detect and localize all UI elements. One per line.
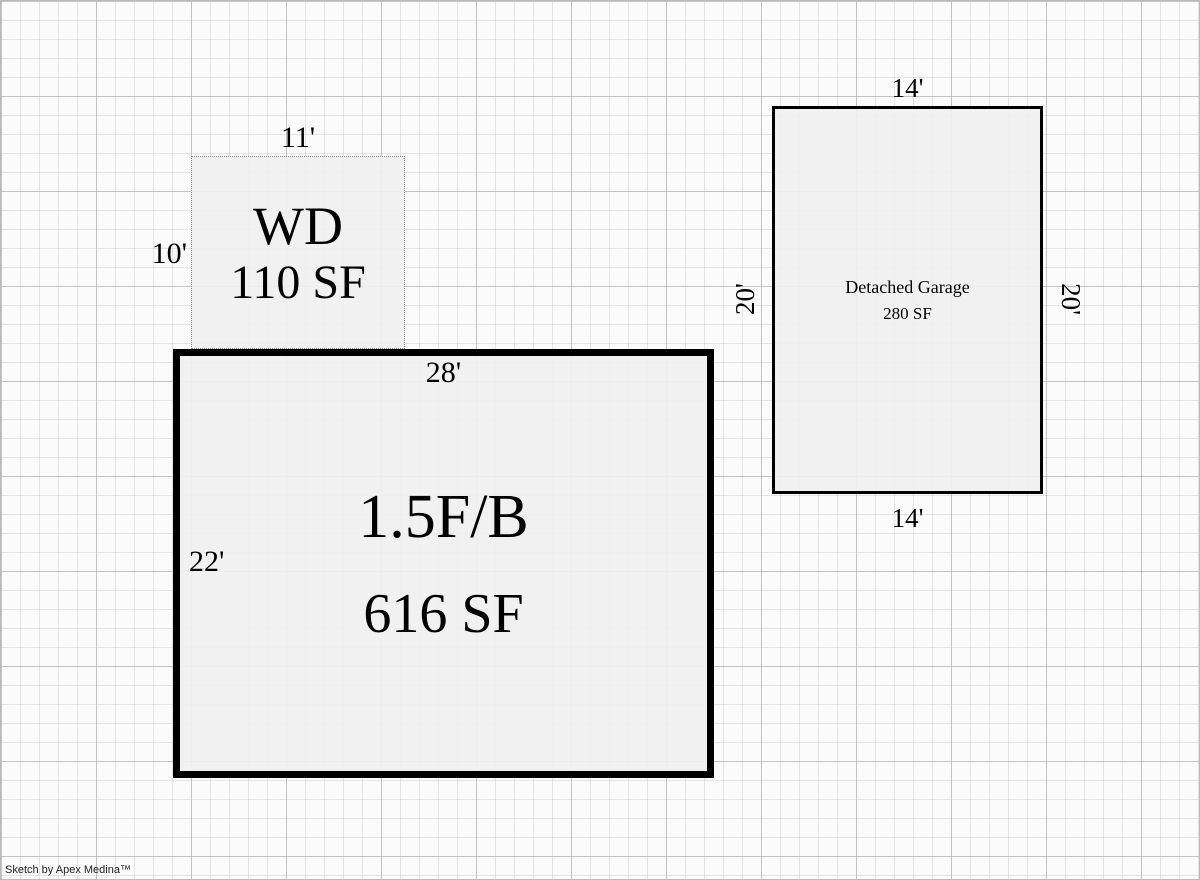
wd-deck-outline: WD 110 SF [191,156,405,349]
main-dwelling-labels: 1.5F/B 616 SF [180,356,707,771]
wd-dim-top: 11' [280,121,316,154]
sketch-credit: Sketch by Apex Medina™ [5,864,131,876]
main-dim-top: 28' [425,356,462,389]
garage-area: 280 SF [883,303,932,323]
wd-deck-label: WD [253,195,343,256]
main-dwelling-outline: 1.5F/B 616 SF [173,349,714,778]
main-dim-left: 22' [189,545,225,578]
main-dwelling-area: 616 SF [363,582,524,645]
main-dwelling-label: 1.5F/B [358,482,529,551]
garage-label: Detached Garage [845,276,970,297]
garage-dim-right: 20' [1056,283,1087,315]
garage-outline: Detached Garage 280 SF [772,106,1043,494]
wd-dim-left: 10' [151,237,187,270]
wd-deck-area: 110 SF [230,255,366,309]
garage-dim-bottom: 14' [891,503,924,533]
garage-dim-left: 20' [729,283,760,315]
garage-dim-top: 14' [891,73,924,103]
